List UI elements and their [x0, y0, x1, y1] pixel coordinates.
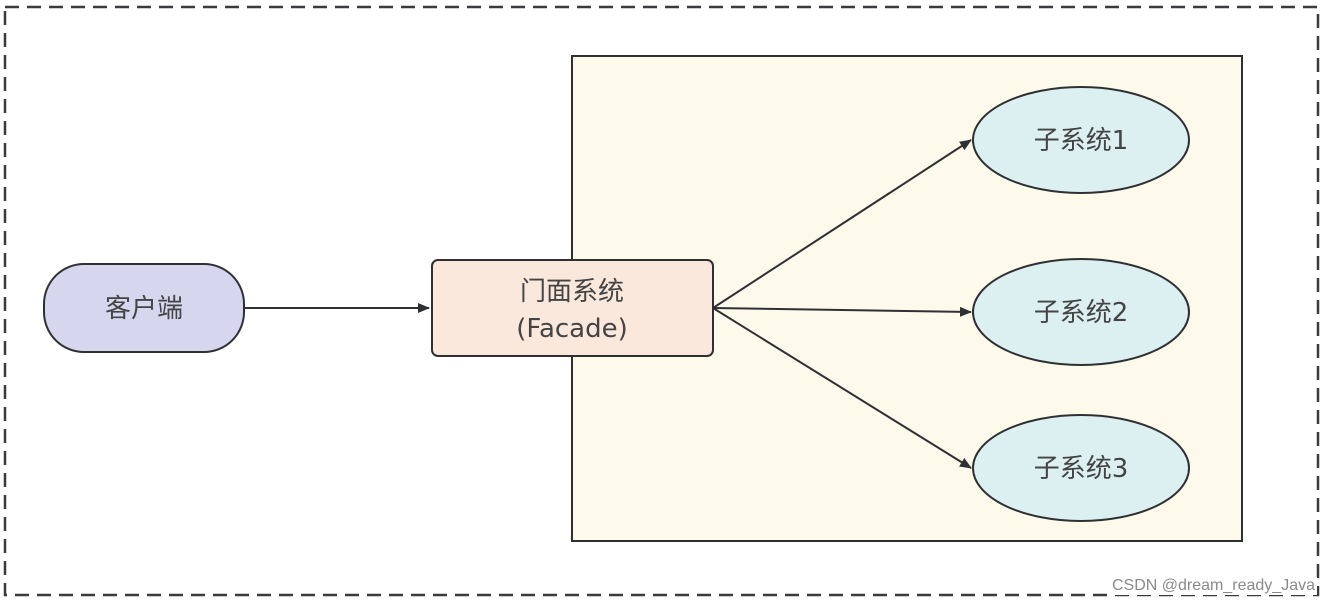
- subsystem-node-3[interactable]: 子系统3: [972, 414, 1190, 522]
- facade-label-line1: 门面系统: [520, 277, 624, 307]
- outer-dashed-frame: [3, 5, 1320, 597]
- facade-label-line2: (Facade): [516, 314, 628, 344]
- subsystem-node-1[interactable]: 子系统1: [972, 86, 1190, 194]
- subsystem-node-2[interactable]: 子系统2: [972, 258, 1190, 366]
- edge-facade-to-subsystem-3: [712, 307, 972, 469]
- edge-facade-to-subsystem-1: [712, 139, 972, 309]
- subsystem-label-2: 子系统2: [1034, 298, 1129, 328]
- client-node[interactable]: 客户端: [43, 263, 245, 353]
- subsystem-label-3: 子系统3: [1034, 454, 1129, 484]
- edge-facade-to-subsystem-2: [712, 306, 972, 317]
- watermark: CSDN @dream_ready_Java: [1110, 577, 1317, 595]
- facade-node[interactable]: 门面系统 (Facade): [431, 259, 714, 357]
- subsystem-label-1: 子系统1: [1034, 126, 1129, 156]
- client-label: 客户端: [105, 294, 183, 324]
